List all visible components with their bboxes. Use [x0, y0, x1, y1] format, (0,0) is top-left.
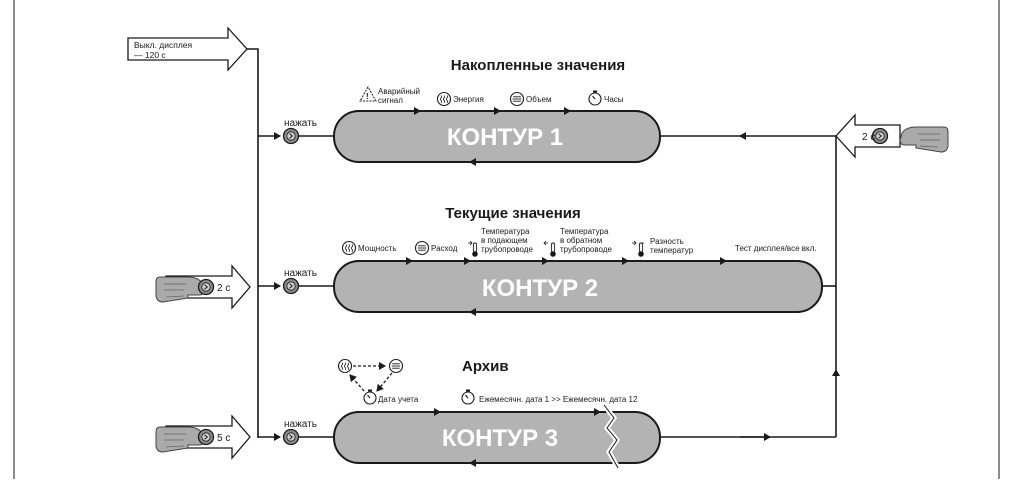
diff-temp-line2: температур — [650, 246, 694, 255]
clock-icon — [363, 388, 377, 405]
clock-icon — [588, 89, 602, 106]
display-off-line1: Выкл. дисплея — [134, 40, 193, 50]
flow-direction-icon — [543, 240, 548, 246]
loop1-heading: Накопленные значения — [451, 57, 625, 74]
flow-direction-icon — [468, 240, 473, 246]
loop2-heading: Текущие значения — [445, 205, 581, 222]
loop1-item-hours: Часы — [588, 89, 624, 106]
energy-icon — [337, 358, 353, 374]
press-step-loop3: нажать — [282, 419, 317, 446]
press-label: нажать — [284, 118, 317, 129]
return-temp-line3: трубопроводе — [560, 245, 612, 254]
loop3-item-monthly: Ежемесячн. дата 1 >> Ежемесячн. дата 12 — [461, 388, 638, 405]
loop2-item-return-temp: Температура в обратном трубопроводе — [543, 227, 612, 258]
display-off-arrow: Выкл. дисплея — 120 с — [127, 26, 248, 72]
hold-2s-return: 2 с — [835, 113, 949, 159]
read-date-label: Дата учета — [378, 395, 419, 404]
alarm-label-line1: Аварийный — [378, 87, 420, 96]
push-button-icon — [282, 428, 300, 446]
energy-icon — [341, 240, 357, 256]
press-step-loop1: нажать — [282, 118, 317, 145]
hold-5s-label: 5 с — [217, 433, 230, 444]
energy-icon — [436, 91, 452, 107]
monthly-label: Ежемесячн. дата 1 >> Ежемесячн. дата 12 — [479, 395, 638, 404]
volume-icon — [414, 240, 430, 256]
thermometer-icon — [549, 242, 557, 258]
loop2-name: КОНТУР 2 — [482, 275, 598, 302]
loop3-heading: Архив — [462, 358, 509, 375]
return-temp-line2: в обратном — [560, 236, 602, 245]
loop1-item-volume: Объем — [509, 91, 552, 107]
archive-cycle-arrow — [349, 374, 365, 392]
press-label: нажать — [284, 268, 317, 279]
alarm-label-line2: сигнал — [378, 96, 403, 105]
hold-2s-label: 2 с — [217, 283, 230, 294]
supply-temp-line1: Температура — [481, 227, 530, 236]
return-hold-label: 2 с — [862, 132, 875, 143]
volume-icon — [388, 358, 404, 374]
hours-label: Часы — [604, 95, 624, 104]
flow-label: Расход — [431, 244, 458, 253]
archive-break-outline — [603, 404, 619, 469]
diff-temp-line1: Разность — [650, 237, 684, 246]
push-button-icon — [282, 127, 300, 145]
volume-icon — [509, 91, 525, 107]
thermometer-icon — [471, 242, 479, 258]
loop1-name: КОНТУР 1 — [447, 124, 563, 151]
supply-temp-line2: в подающем — [481, 236, 528, 245]
hold-5s-entry: 5 с — [155, 414, 251, 460]
volume-label: Объем — [526, 95, 552, 104]
archive-cycle — [337, 358, 404, 405]
thermometer-icon — [637, 242, 645, 258]
clock-icon — [461, 388, 475, 405]
push-button-icon — [282, 277, 300, 295]
alarm-icon-mark: ! — [366, 92, 369, 101]
finger-press-icon — [899, 126, 949, 153]
loop2-item-supply-temp: Температура в подающем трубопроводе — [468, 227, 533, 258]
press-label: нажать — [284, 419, 317, 430]
flow-direction-icon — [632, 240, 644, 246]
archive-cycle-arrow — [376, 372, 393, 392]
loop3-name: КОНТУР 3 — [442, 425, 558, 452]
supply-temp-line3: трубопроводе — [481, 245, 533, 254]
left-bus-line — [247, 48, 259, 438]
power-label: Мощность — [358, 244, 396, 253]
display-off-line2: — 120 с — [134, 50, 166, 60]
energy-label: Энергия — [453, 95, 484, 104]
push-button-icon — [197, 278, 215, 296]
loop2-item-power: Мощность — [341, 240, 396, 256]
return-temp-line1: Температура — [560, 227, 609, 236]
hold-2s-entry: 2 с — [155, 264, 251, 310]
press-step-loop2: нажать — [282, 268, 317, 295]
loop2-item-flow: Расход — [414, 240, 458, 256]
loop1-item-energy: Энергия — [436, 91, 484, 107]
loop2-item-diff-temp: Разность температур — [632, 237, 694, 258]
push-button-icon — [197, 428, 215, 446]
loop1-item-alarm: ! Аварийный сигнал — [359, 85, 420, 105]
alarm-icon — [359, 85, 377, 102]
display-test-label: Тест дисплея/все вкл. — [735, 244, 816, 253]
